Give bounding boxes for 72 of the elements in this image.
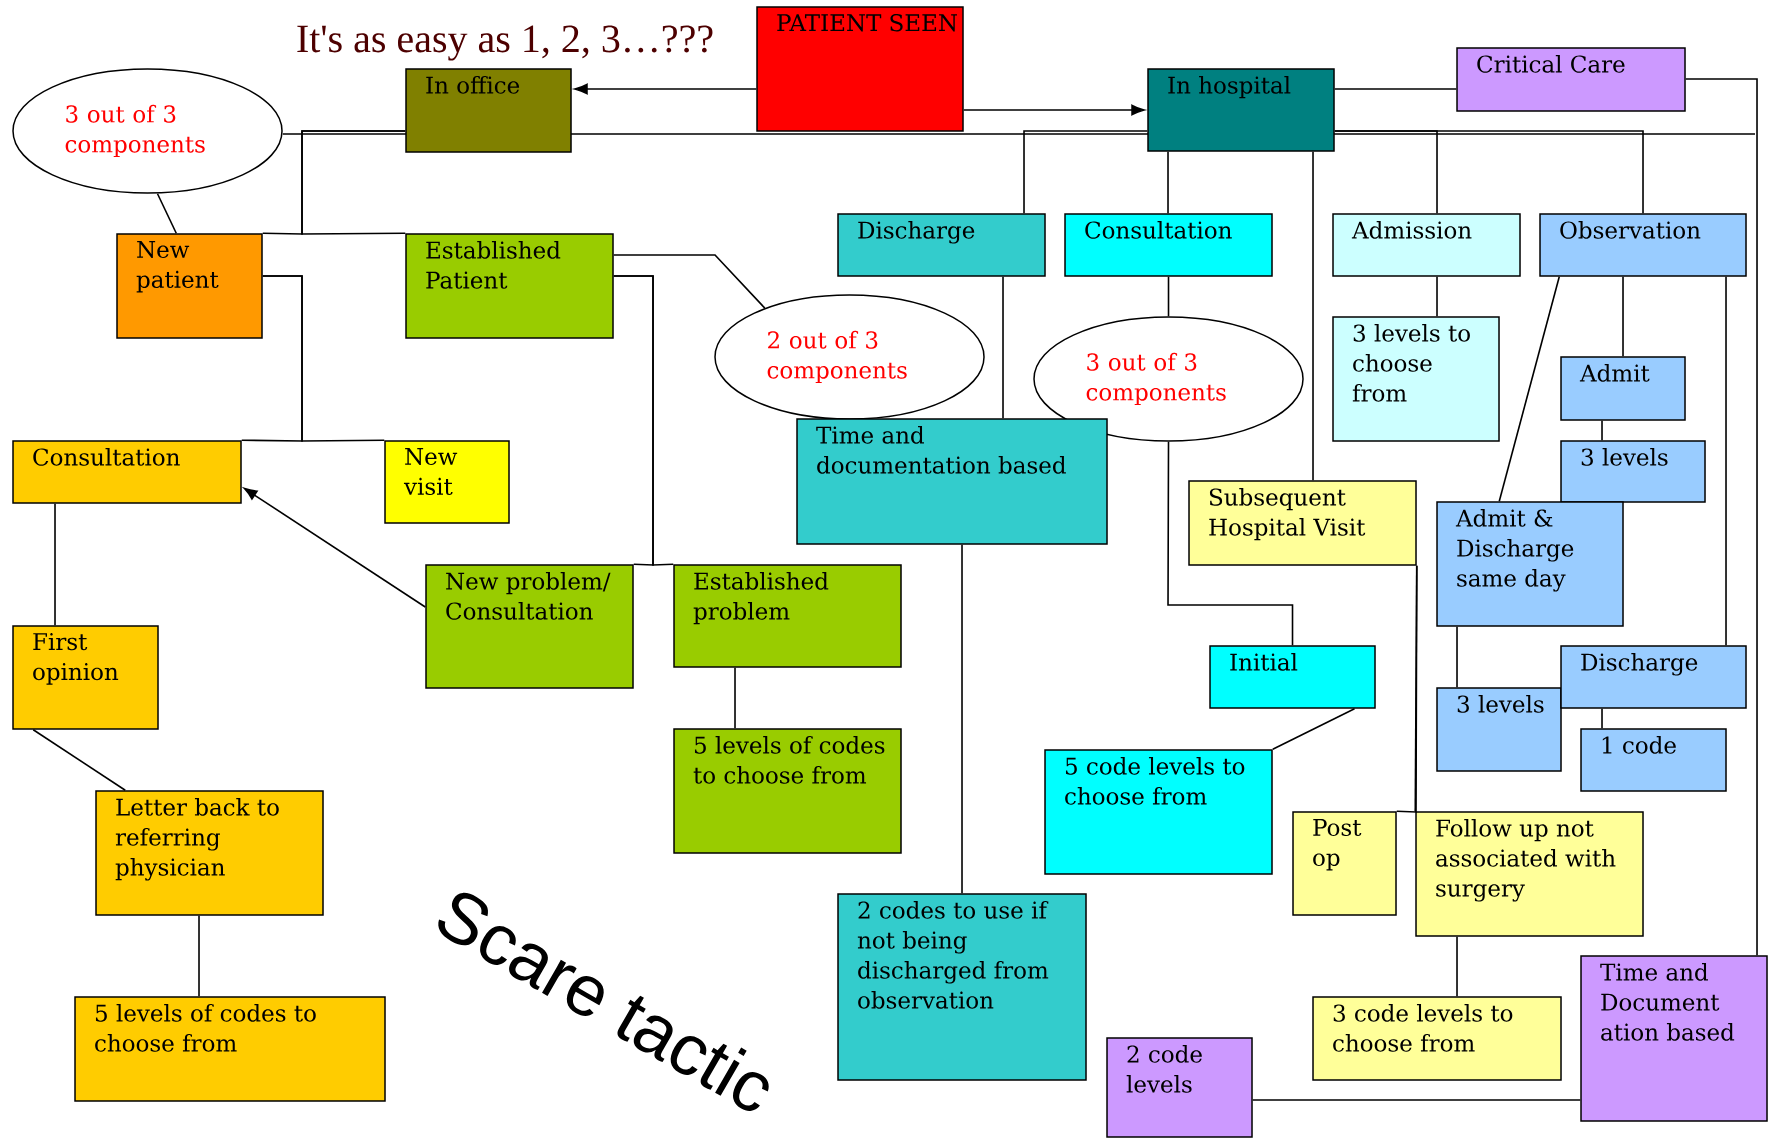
connector <box>1333 88 1458 90</box>
connector <box>612 254 766 309</box>
connector <box>1436 275 1438 318</box>
oval-callout: 3 out of 3 components <box>12 68 283 194</box>
oval-callout: 3 out of 3 components <box>1033 316 1304 442</box>
process-box: 3 levels <box>1560 440 1706 503</box>
title: It's as easy as 1, 2, 3…??? <box>297 25 713 61</box>
connector <box>1271 707 1356 751</box>
connector <box>54 502 56 627</box>
process-box: Admission <box>1332 213 1521 277</box>
process-box: First opinion <box>12 625 159 730</box>
connector <box>198 914 200 998</box>
connector <box>1023 130 1149 215</box>
connector <box>1684 78 1758 957</box>
process-box: Critical Care <box>1456 47 1686 112</box>
connector <box>1456 625 1458 689</box>
connector <box>1251 1099 1582 1101</box>
connector <box>1333 130 1644 215</box>
process-box: 1 code <box>1580 728 1727 792</box>
process-box: Established Patient <box>405 233 614 339</box>
connector <box>1414 564 1418 813</box>
process-box: Admit <box>1560 356 1686 421</box>
connector <box>1601 707 1603 730</box>
process-box: In hospital <box>1147 68 1335 152</box>
connector <box>1601 419 1603 442</box>
connector <box>301 130 407 235</box>
connector <box>574 83 758 95</box>
connector <box>1622 275 1624 358</box>
process-box: Post op <box>1292 811 1397 916</box>
connector <box>1498 275 1561 503</box>
connector <box>261 275 386 442</box>
process-box: Consultation <box>12 440 242 504</box>
connector <box>734 666 736 730</box>
process-box: Subsequent Hospital Visit <box>1188 480 1417 566</box>
process-box: Discharge <box>1560 645 1747 709</box>
process-box: 3 code levels to choose from <box>1312 996 1562 1081</box>
process-box: Consultation <box>1064 213 1273 277</box>
process-box: Follow up not associated with surgery <box>1415 811 1644 937</box>
connector <box>156 192 178 235</box>
process-box: Time and Document ation based <box>1580 955 1768 1122</box>
connector <box>1725 275 1727 647</box>
process-box: New patient <box>116 233 263 339</box>
connector <box>1456 935 1458 998</box>
process-box: Time and documentation based <box>796 418 1108 545</box>
connector <box>612 275 675 566</box>
connector <box>281 133 1756 135</box>
process-box: 5 levels of codes to choose from <box>673 728 902 854</box>
connector <box>1002 275 1004 420</box>
process-box: New visit <box>384 440 510 524</box>
process-box: Established problem <box>673 564 902 668</box>
connector <box>1167 440 1294 647</box>
connector <box>962 104 1145 116</box>
process-box: 2 codes to use if not being discharged from observation <box>837 893 1087 1081</box>
process-box: 2 code levels <box>1106 1037 1253 1138</box>
connector <box>1312 150 1314 482</box>
connector <box>32 728 127 792</box>
process-box: Observation <box>1539 213 1747 277</box>
process-box: Discharge <box>837 213 1046 277</box>
process-box: In office <box>405 68 572 153</box>
process-box: 3 levels <box>1436 687 1562 772</box>
process-box: 3 levels to choose from <box>1332 316 1500 442</box>
connector <box>1167 150 1169 215</box>
process-box: New problem/ Consultation <box>425 564 634 689</box>
process-box: Initial <box>1209 645 1376 709</box>
process-box: PATIENT SEEN <box>756 6 964 132</box>
connector <box>961 543 963 895</box>
connector <box>243 487 427 608</box>
process-box: 5 code levels to choose from <box>1044 749 1273 875</box>
connector <box>1167 275 1170 318</box>
oval-callout: 2 out of 3 components <box>714 294 985 420</box>
process-box: Letter back to referring physician <box>95 790 324 916</box>
process-box: 5 levels of codes to choose from <box>74 996 386 1102</box>
